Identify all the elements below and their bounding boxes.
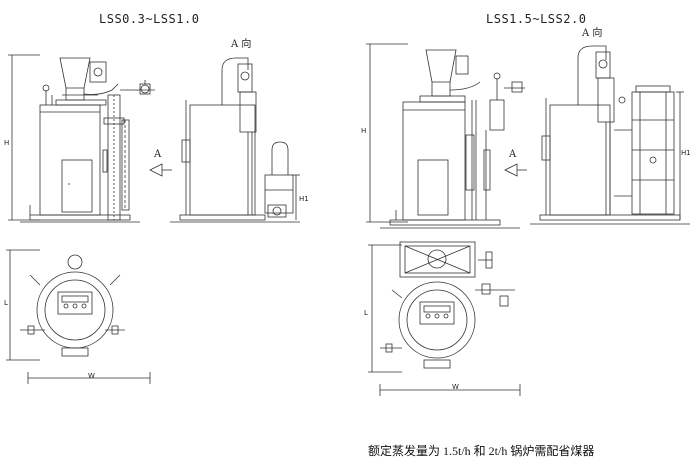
dim-l-left: L: [4, 299, 8, 307]
caption-text: 额定蒸发量为 1.5t/h 和 2t/h 锅炉需配省煤器: [368, 444, 595, 458]
a-arrow-left: [149, 163, 172, 177]
right-side-view: [530, 45, 690, 225]
left-front-view: [8, 54, 155, 223]
dim-h-left: H: [4, 139, 10, 147]
right-front-view: [366, 43, 525, 229]
dim-l-right: L: [364, 309, 368, 317]
a-arrow-right: [504, 163, 527, 177]
a-view-label-left: A 向: [231, 39, 252, 50]
dim-w-left: W: [88, 372, 95, 380]
a-arrow-label-right: A: [509, 149, 517, 160]
a-view-label-right: A 向: [582, 28, 603, 39]
dim-h1-left: H1: [299, 195, 309, 203]
dim-h1-right: H1: [681, 149, 691, 157]
dim-h-right: H: [361, 127, 367, 135]
a-arrow-label-left: A: [154, 149, 162, 160]
title-right: LSS1.5~LSS2.0: [486, 12, 587, 26]
right-plan-view: [368, 241, 521, 396]
left-plan-view: [6, 249, 151, 384]
dim-w-right: W: [452, 383, 459, 391]
title-left: LSS0.3~LSS1.0: [99, 12, 200, 26]
left-side-view: [170, 57, 300, 223]
